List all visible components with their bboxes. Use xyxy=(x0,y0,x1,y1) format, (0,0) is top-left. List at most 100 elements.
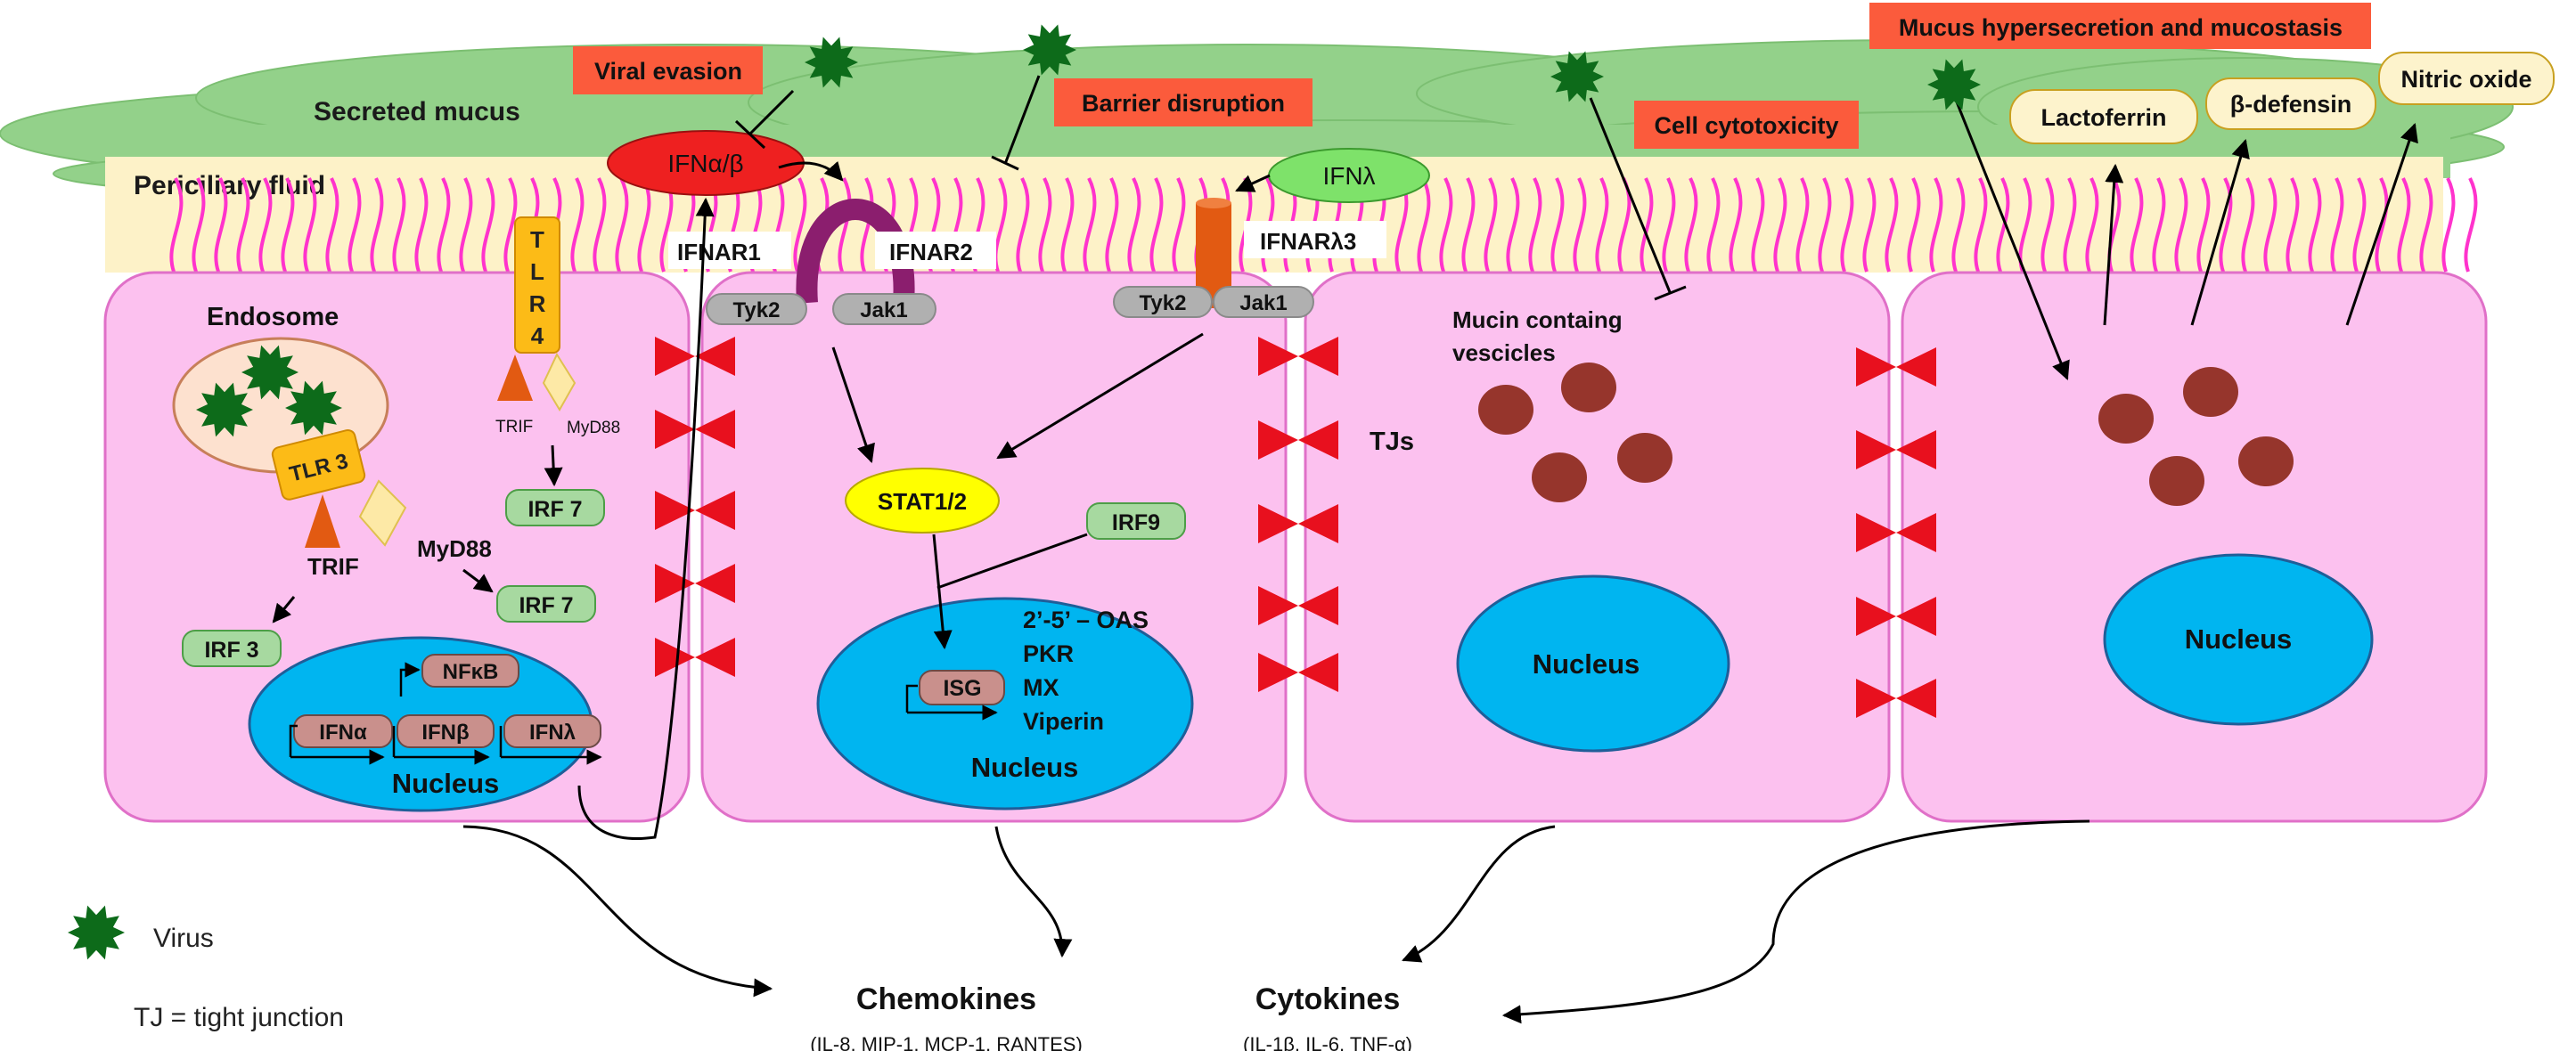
chemokines-subtitle: (IL-8, MIP-1, MCP-1, RANTES) xyxy=(810,1033,1083,1051)
cilium xyxy=(2085,177,2099,273)
nucleus-cell-3-label: Nucleus xyxy=(1533,648,1640,680)
ifn-alpha-beta-label: IFNα/β xyxy=(667,150,743,177)
cilium xyxy=(1840,177,1854,273)
cilium xyxy=(1439,177,1453,273)
cilium xyxy=(1684,177,1698,273)
lactoferrin-box xyxy=(2009,89,2198,144)
cilium xyxy=(1751,177,1765,273)
stat12-label: STAT1/2 xyxy=(878,488,967,515)
jak1-label-1: Jak1 xyxy=(860,298,907,322)
periciliary-fluid-label: Periciliary fluid xyxy=(134,171,325,200)
tight-junction xyxy=(1856,513,1936,552)
cilium xyxy=(1706,177,1721,273)
tlr4-trif-label: TRIF xyxy=(495,418,533,436)
cilium xyxy=(1795,177,1810,273)
tight-junction xyxy=(1856,679,1936,718)
nitric-oxide-box xyxy=(2378,52,2555,105)
cilium xyxy=(1038,177,1052,273)
cilium xyxy=(281,177,295,273)
mucus-hypersecretion-box xyxy=(1869,3,2371,49)
nfkb-gene xyxy=(421,654,519,688)
cell-cytotoxicity-label: Cell cytotoxicity xyxy=(1654,112,1838,139)
defensin-label: β-defensin xyxy=(2230,91,2352,118)
irf9-label: IRF9 xyxy=(1112,510,1160,535)
ifnb-label: IFNβ xyxy=(421,721,469,745)
mucin-vesicles-label-2: vescicles xyxy=(1452,339,1556,366)
trif-label: TRIF xyxy=(307,553,359,580)
cilium xyxy=(570,177,585,273)
irf9-box xyxy=(1086,502,1186,540)
tight-junction xyxy=(1856,347,1936,387)
cilium xyxy=(1105,177,1119,273)
promoter-arrows xyxy=(289,662,998,765)
irf7-upper-box xyxy=(505,489,605,526)
ifnar1-label: IFNAR1 xyxy=(677,239,761,265)
tight-junction xyxy=(1258,586,1338,625)
mucin-vesicle xyxy=(2183,367,2238,417)
cilium xyxy=(2464,177,2478,273)
nucleus-cell-2 xyxy=(816,597,1194,811)
mucin-vesicle xyxy=(1478,385,1533,435)
irf7-upper-label: IRF 7 xyxy=(527,497,582,522)
cilium xyxy=(1060,177,1075,273)
virus-icon xyxy=(241,345,298,400)
barrier-disruption-box xyxy=(1054,78,1313,126)
cilium xyxy=(303,177,317,273)
tight-junction xyxy=(1856,597,1936,636)
nucleus-cell-4 xyxy=(2103,553,2374,726)
barrier-disruption-label: Barrier disruption xyxy=(1082,90,1285,117)
tlr3-receptor xyxy=(271,428,366,501)
defensin-box xyxy=(2205,77,2376,130)
isg-label: ISG xyxy=(943,676,981,701)
tight-junction xyxy=(655,410,735,449)
cilium xyxy=(1885,177,1899,273)
cilium xyxy=(192,177,206,273)
cilium xyxy=(214,177,228,273)
cilium xyxy=(793,177,807,273)
virus-icon xyxy=(1550,51,1604,102)
tlr4-letter: R xyxy=(529,290,546,317)
cilium xyxy=(2263,177,2278,273)
tlr4-letter: 4 xyxy=(531,322,544,349)
ifna-label: IFNα xyxy=(319,721,367,745)
cilium xyxy=(2441,177,2456,273)
isg-gene-item: Viperin xyxy=(1023,708,1104,735)
virus-icon xyxy=(805,37,858,88)
cilium xyxy=(1083,177,1097,273)
tyk2-label-1: Tyk2 xyxy=(733,298,781,322)
cytokines-label: Cytokines xyxy=(1255,982,1401,1016)
tight-junction xyxy=(1258,504,1338,543)
jak1-box-2 xyxy=(1213,286,1314,318)
ifnarl3-label: IFNARλ3 xyxy=(1260,228,1356,255)
mucin-vesicles-label-1: Mucin containg xyxy=(1452,306,1623,333)
cilium xyxy=(1149,177,1164,273)
cilium xyxy=(437,177,451,273)
irf7-lower-box xyxy=(496,585,596,623)
mucin-vesicle xyxy=(1617,433,1672,483)
nucleus-cell-4-label: Nucleus xyxy=(2185,623,2293,655)
tlr4-receptor xyxy=(514,216,560,354)
tyk2-box-2 xyxy=(1113,286,1213,318)
cilium xyxy=(392,177,406,273)
isg-gene-item: MX xyxy=(1023,674,1059,701)
ifnl-gene xyxy=(503,714,601,748)
mucin-vesicle xyxy=(2149,456,2204,506)
cilium xyxy=(1506,177,1520,273)
tight-junction xyxy=(1258,420,1338,460)
cilium xyxy=(1951,177,1966,273)
irf3-label: IRF 3 xyxy=(204,638,258,663)
cilium xyxy=(481,177,495,273)
irf3-box xyxy=(182,630,282,667)
ifnar1-box xyxy=(668,232,791,269)
ifnl-label: IFNλ xyxy=(529,721,576,745)
tjs-label: TJs xyxy=(1370,428,1414,456)
stat12 xyxy=(845,468,1000,534)
mucin-vesicles xyxy=(1478,363,2294,506)
cilium xyxy=(2219,177,2233,273)
cilium xyxy=(2130,177,2144,273)
tight-junction xyxy=(655,491,735,530)
cilium xyxy=(325,177,339,273)
cilium xyxy=(1127,177,1141,273)
tight-junction xyxy=(1258,653,1338,692)
